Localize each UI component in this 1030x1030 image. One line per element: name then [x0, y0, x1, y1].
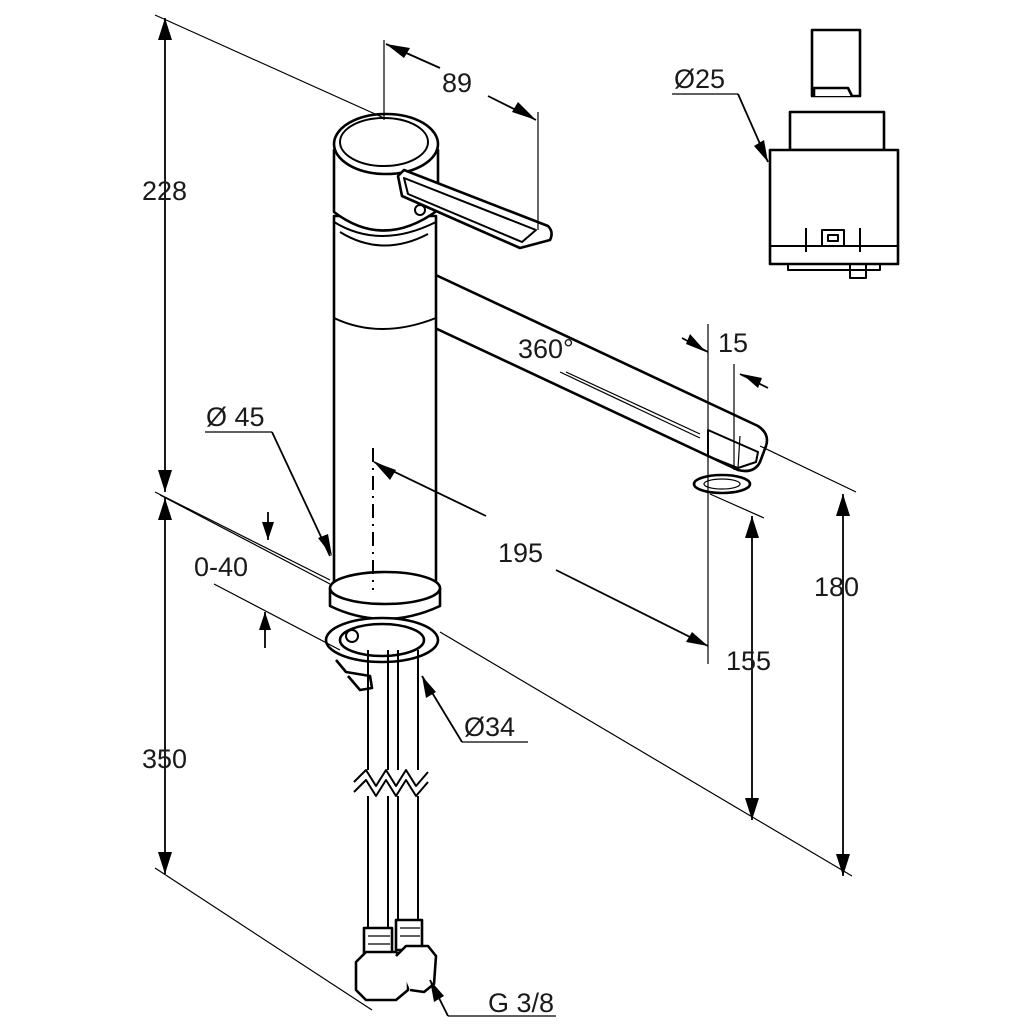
dim-cartridge-diameter-label: Ø25 — [674, 64, 725, 94]
faucet-illustration — [324, 112, 769, 1002]
hose-nuts — [354, 918, 438, 1002]
dim-spout-reach-label: 195 — [498, 538, 543, 568]
dim-mounting-hole-label: Ø34 — [464, 712, 515, 742]
dim-connection-thread-label: G 3/8 — [488, 988, 554, 1018]
dim-spout-width-label: 15 — [718, 328, 748, 358]
base-ring — [328, 570, 442, 621]
dim-228-label: 228 — [142, 176, 187, 206]
dimension-labels: 228 89 Ø25 360° 15 Ø 45 0-40 195 155 180… — [142, 64, 859, 1018]
lever-handle — [396, 168, 553, 250]
mounting-clamp — [324, 616, 440, 692]
dim-89-label: 89 — [442, 68, 472, 98]
supply-hoses — [353, 650, 429, 928]
dim-body-diameter-label: Ø 45 — [206, 402, 265, 432]
dim-adjustment-range-label: 0-40 — [194, 552, 248, 582]
dim-spout-height-label: 180 — [814, 572, 859, 602]
body-column — [332, 214, 438, 605]
dim-outlet-height-label: 155 — [726, 646, 771, 676]
dimension-lines — [154, 14, 857, 1017]
top-cap — [332, 112, 440, 232]
dim-swivel-angle-label: 360° — [518, 334, 574, 364]
cartridge-detail — [768, 28, 900, 279]
dim-hose-length-label: 350 — [142, 744, 187, 774]
